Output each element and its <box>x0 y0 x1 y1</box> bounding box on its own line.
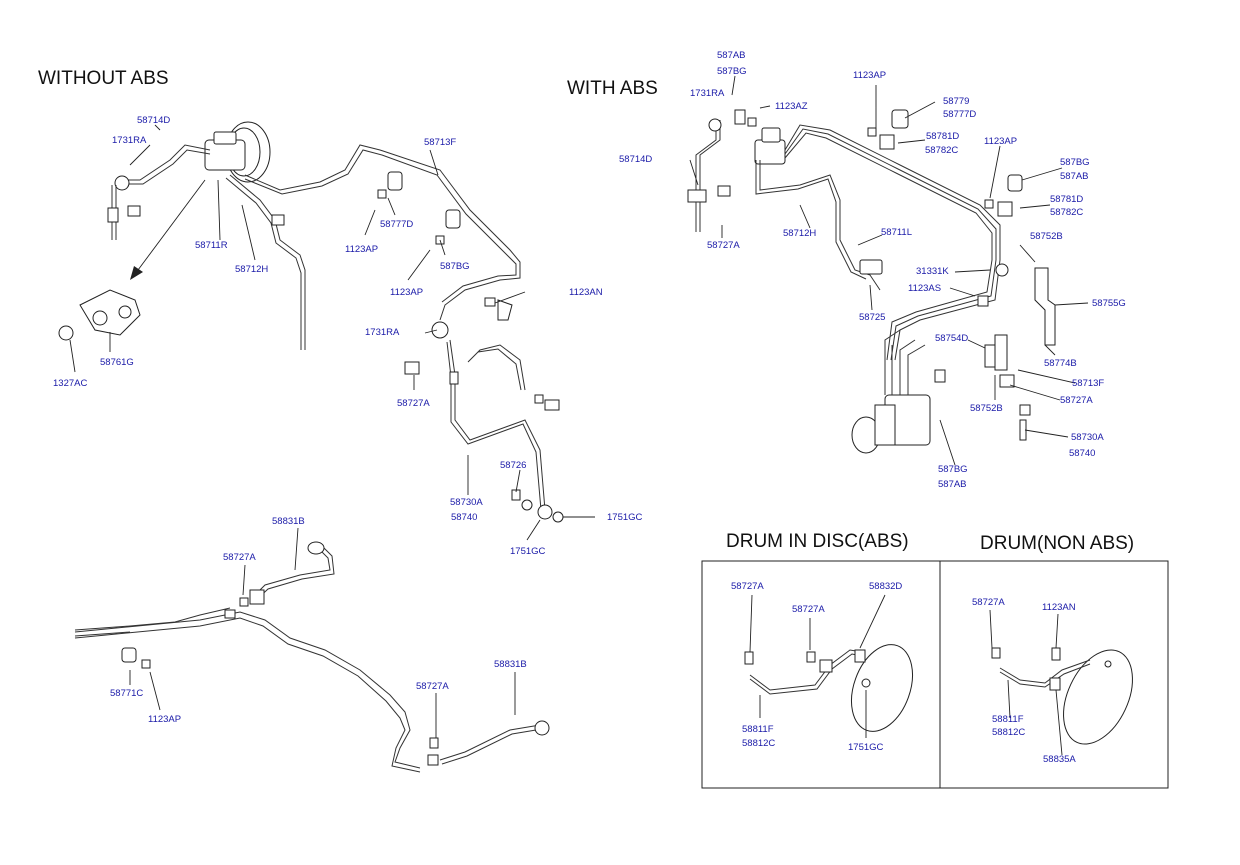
arrow-to-valve <box>137 179 206 271</box>
part-label: 58782C <box>925 145 959 156</box>
part-label: 58730A <box>450 497 483 508</box>
part-label: 58725 <box>859 312 886 323</box>
part-label: 58781D <box>926 131 960 142</box>
part-label: 58777D <box>380 219 414 230</box>
part-label: 58711L <box>881 227 912 238</box>
abs-pipe-bundle <box>784 124 1001 361</box>
heading-without-abs: WITHOUT ABS <box>38 68 169 89</box>
abs-junction-58725 <box>859 259 883 275</box>
part-label: 58714D <box>619 154 653 165</box>
part-label: 1123AP <box>345 244 379 255</box>
part-label: 587BG <box>440 261 470 272</box>
clip-587bg <box>445 209 461 229</box>
part-label: 587BG <box>1060 157 1090 168</box>
part-label: 58727A <box>972 597 1005 608</box>
part-label: 1731RA <box>365 327 400 338</box>
part-label: 58752B <box>1030 231 1063 242</box>
proportion-valve-58761g <box>79 289 141 336</box>
part-label: 587BG <box>938 464 968 475</box>
part-label: 58779 <box>943 96 970 107</box>
heading-with-abs: WITH ABS <box>567 78 658 99</box>
part-label: 58740 <box>1069 448 1096 459</box>
part-label: 58777D <box>943 109 977 120</box>
nut-1327ac <box>58 325 74 341</box>
abs-bracket-58755g <box>1034 267 1056 346</box>
part-label: 58831B <box>272 516 305 527</box>
part-label: 58782C <box>1050 207 1084 218</box>
part-label: 58754D <box>935 333 969 344</box>
hose-58730a <box>446 339 546 511</box>
part-label: 1123AZ <box>775 101 808 112</box>
part-label: 58835A <box>1043 754 1076 765</box>
part-label: 1123AS <box>908 283 942 294</box>
part-label: 58755G <box>1092 298 1126 309</box>
part-label: 587AB <box>938 479 967 490</box>
part-label: 58812C <box>742 738 776 749</box>
part-label: 1123AN <box>1042 602 1076 613</box>
heading-drum-non-abs: DRUM(NON ABS) <box>980 533 1135 554</box>
part-label: 58781D <box>1050 194 1084 205</box>
part-label: 58730A <box>1071 432 1104 443</box>
part-label: 58761G <box>100 357 134 368</box>
part-label: 58713F <box>424 137 457 148</box>
part-label: 58812C <box>992 727 1026 738</box>
part-label: 1123AN <box>569 287 603 298</box>
pipe-58713f <box>244 144 521 321</box>
part-label: 1123AP <box>390 287 424 298</box>
part-label: 1327AC <box>53 378 88 389</box>
part-label: 58752B <box>970 403 1003 414</box>
part-label: 587AB <box>1060 171 1089 182</box>
part-label: 58727A <box>792 604 825 615</box>
drum-detail-group <box>701 560 1169 789</box>
part-label: 31331K <box>916 266 949 277</box>
part-label: 58774B <box>1044 358 1077 369</box>
pipe-58712h <box>225 174 306 350</box>
part-label: 58727A <box>223 552 256 563</box>
rear-hose-58831b-a <box>249 542 335 605</box>
part-label: 58727A <box>397 398 430 409</box>
part-label: 58727A <box>707 240 740 251</box>
abs-clip-58779 <box>891 109 909 129</box>
part-label: 1751GC <box>848 742 884 753</box>
part-label: 58740 <box>451 512 478 523</box>
part-label: 58727A <box>1060 395 1093 406</box>
drum-non-abs-backplate <box>1063 649 1133 745</box>
part-label: 587AB <box>717 50 746 61</box>
part-label: 1751GC <box>510 546 546 557</box>
without-abs-group <box>58 121 595 541</box>
part-label: 58832D <box>869 581 903 592</box>
clip-1731ra <box>431 321 449 339</box>
part-label: 58714D <box>137 115 171 126</box>
part-label: 1123AP <box>148 714 182 725</box>
rear-lines-group <box>74 527 550 773</box>
clip-58777d <box>387 171 403 191</box>
part-label: 58713F <box>1072 378 1105 389</box>
part-label: 1123AP <box>984 136 1018 147</box>
part-label: 1751GC <box>607 512 643 523</box>
part-label: 58712H <box>783 228 817 239</box>
part-label: 58831B <box>494 659 527 670</box>
part-label: 58711R <box>195 240 228 251</box>
part-label: 58712H <box>235 264 269 275</box>
rear-brake-pipe <box>74 611 421 773</box>
part-label: 58727A <box>731 581 764 592</box>
part-label: 1731RA <box>690 88 725 99</box>
part-label: 587BG <box>717 66 747 77</box>
part-label: 1123AP <box>853 70 887 81</box>
drum-in-disc-backplate <box>851 644 913 732</box>
part-label: 1731RA <box>112 135 147 146</box>
part-label: 58811F <box>992 714 1024 725</box>
part-label: 58726 <box>500 460 527 471</box>
rear-hose-58831b-b <box>439 724 543 765</box>
part-label: 58771C <box>110 688 144 699</box>
part-label: 58727A <box>416 681 449 692</box>
with-abs-group <box>687 75 1089 466</box>
part-label: 58811F <box>742 724 774 735</box>
drum-detail-frame <box>701 560 1169 789</box>
pipe-58714d <box>125 144 211 185</box>
heading-drum-in-disc: DRUM IN DISC(ABS) <box>726 531 909 552</box>
washer-1751gc <box>552 511 564 523</box>
